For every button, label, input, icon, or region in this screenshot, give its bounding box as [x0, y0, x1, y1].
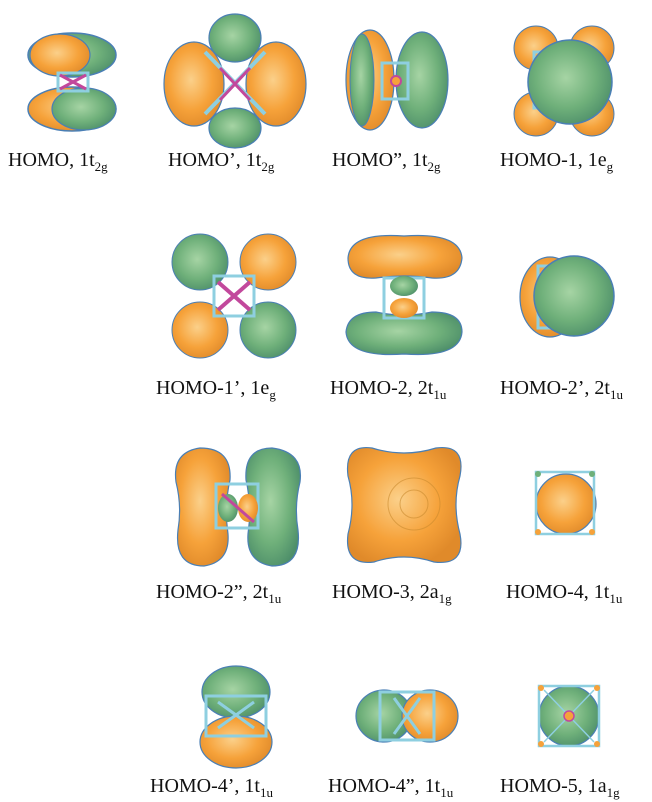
orbital-image-homo-dprime — [345, 29, 449, 131]
orbital-label: HOMO-2, 2t1u — [330, 377, 447, 402]
orbital-image-homo-3 — [346, 446, 462, 564]
orbital-label: HOMO, 1t2g — [8, 149, 108, 174]
orbital-label: HOMO-1, 1eg — [500, 149, 614, 174]
orbital-label: HOMO-3, 2a1g — [332, 581, 452, 606]
orbital-label: HOMO’, 1t2g — [168, 149, 275, 174]
orbital-image-homo-4-prime — [199, 665, 273, 769]
orbital-image-homo-4-dprime — [355, 689, 459, 743]
orbital-label: HOMO-2’, 2t1u — [500, 377, 623, 402]
orbital-image-homo-4 — [534, 470, 597, 536]
orbital-image-homo-2 — [345, 234, 463, 356]
orbital-image-homo — [27, 32, 117, 132]
orbital-label: HOMO-2”, 2t1u — [156, 581, 282, 606]
orbital-image-homo-prime — [163, 13, 307, 149]
orbital-label: HOMO-4’, 1t1u — [150, 775, 273, 800]
orbital-image-homo-2-dprime — [174, 447, 302, 567]
orbital-image-homo-1 — [513, 25, 615, 137]
orbital-image-homo-2-prime — [519, 255, 615, 338]
orbital-label: HOMO-4, 1t1u — [506, 581, 623, 606]
orbital-label: HOMO”, 1t2g — [332, 149, 441, 174]
orbital-image-homo-5 — [537, 684, 601, 748]
orbital-label: HOMO-1’, 1eg — [156, 377, 276, 402]
orbital-label: HOMO-5, 1a1g — [500, 775, 620, 800]
orbital-label: HOMO-4”, 1t1u — [328, 775, 454, 800]
orbital-image-homo-1-prime — [171, 233, 297, 359]
